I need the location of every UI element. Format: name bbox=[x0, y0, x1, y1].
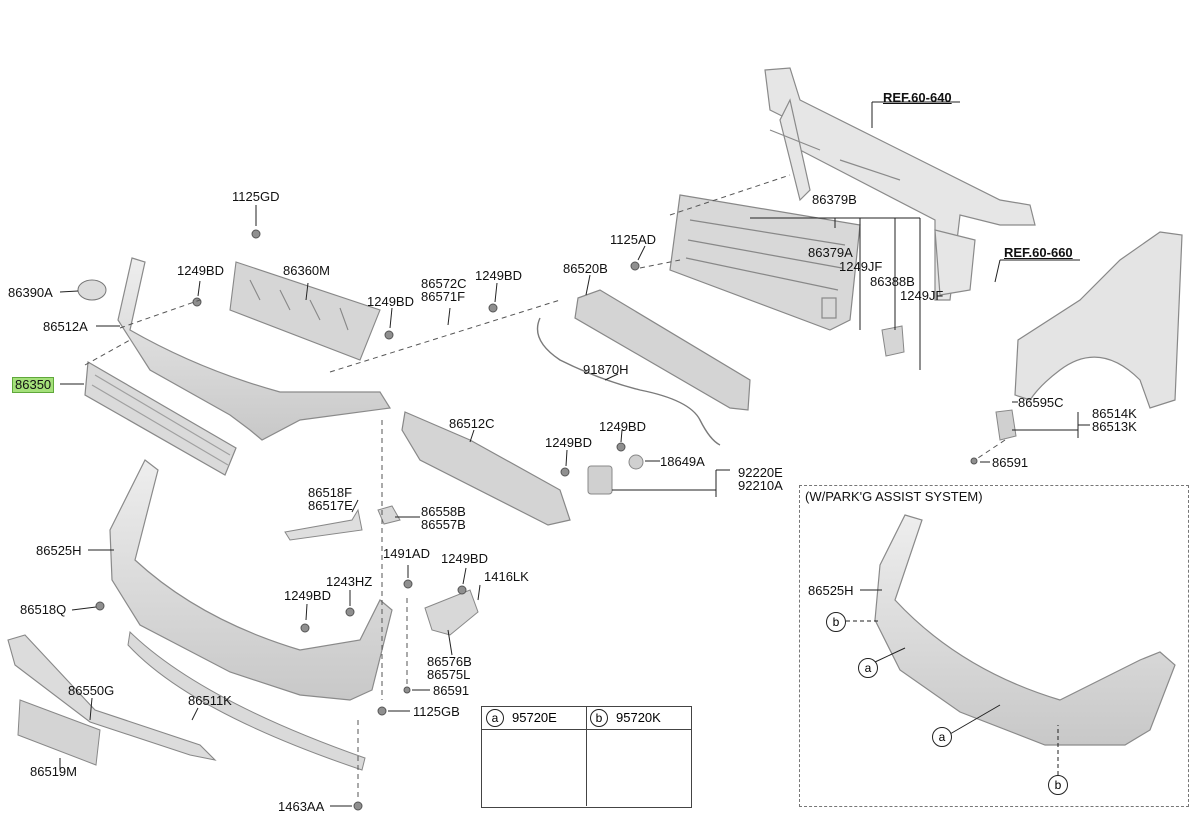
label-86512C: 86512C bbox=[449, 416, 495, 431]
label-86525H: 86525H bbox=[36, 543, 82, 558]
label-86572C: 86572C bbox=[421, 276, 467, 291]
ref-60-660: REF.60-660 bbox=[1004, 245, 1073, 260]
label-1243HZ: 1243HZ bbox=[326, 574, 373, 589]
bracket-86360M bbox=[229, 261, 381, 361]
park-assist-title: (W/PARK'G ASSIST SYSTEM) bbox=[805, 489, 983, 504]
label-91870H: 91870H bbox=[583, 362, 629, 377]
label-86575L: 86575L bbox=[427, 667, 471, 682]
energy-absorber-86520B bbox=[574, 289, 751, 411]
grille-86350 bbox=[84, 361, 237, 476]
label-86379B: 86379B bbox=[812, 192, 857, 207]
label-1125GB: 1125GB bbox=[413, 704, 460, 719]
inset-bumper-cover bbox=[874, 514, 1176, 746]
label-86350[interactable]: 86350 bbox=[12, 377, 55, 393]
callout-a-bottom: a bbox=[932, 727, 952, 747]
leader-lines bbox=[59, 101, 1090, 807]
label-1491AD: 1491AD bbox=[383, 546, 430, 561]
label-1125AD: 1125AD bbox=[610, 232, 657, 247]
label-1249BD-g: 1249BD bbox=[284, 588, 331, 603]
label-1249BD-e: 1249BD bbox=[599, 419, 646, 434]
callout-b-bottom: b bbox=[1048, 775, 1068, 795]
assembly-lines bbox=[84, 174, 1006, 800]
label-86517E: 86517E bbox=[308, 498, 353, 513]
inset-leaders bbox=[846, 589, 1059, 775]
air-guard-86379B bbox=[669, 194, 861, 331]
bracket-86388B bbox=[881, 325, 905, 357]
label-1249BD-b: 1249BD bbox=[367, 294, 414, 309]
lower-strip-86511K bbox=[127, 630, 366, 771]
ref-60-640: REF.60-640 bbox=[883, 90, 952, 105]
label-86591-a: 86591 bbox=[992, 455, 1029, 470]
lower-lip-86550G bbox=[7, 634, 217, 761]
label-1125GD: 1125GD bbox=[232, 189, 280, 204]
label-1249BD-a: 1249BD bbox=[177, 263, 224, 278]
label-86558B: 86558B bbox=[421, 504, 466, 519]
label-1416LK: 1416LK bbox=[484, 569, 529, 584]
upper-cover-86512A bbox=[117, 257, 392, 441]
label-1249BD-c: 1249BD bbox=[475, 268, 522, 283]
garnish-86518F bbox=[284, 508, 363, 541]
label-86557B: 86557B bbox=[421, 517, 466, 532]
label-86511K: 86511K bbox=[188, 693, 232, 708]
park-assist-inset bbox=[799, 485, 1189, 807]
label-86595C: 86595C bbox=[1018, 395, 1064, 410]
label-86520B: 86520B bbox=[563, 261, 608, 276]
label-86550G: 86550G bbox=[68, 683, 115, 698]
label-86576B: 86576B bbox=[427, 654, 472, 669]
fog-lamp-92220E bbox=[587, 454, 644, 495]
label-86591-b: 86591 bbox=[433, 683, 470, 698]
callout-a-left: a bbox=[858, 658, 878, 678]
label-86388B: 86388B bbox=[870, 274, 915, 289]
label-1249JF-a: 1249JF bbox=[839, 259, 883, 274]
legend-mark-b: b bbox=[590, 709, 608, 727]
radiator-support-frame bbox=[764, 67, 1036, 301]
label-18649A: 18649A bbox=[660, 454, 705, 469]
legend-header: a 95720E b 95720K bbox=[482, 706, 691, 806]
label-86513K: 86513K bbox=[1092, 419, 1137, 434]
bracket-86558B bbox=[377, 505, 401, 525]
label-86390A: 86390A bbox=[8, 285, 53, 300]
label-86519M: 86519M bbox=[30, 764, 77, 779]
label-1463AA: 1463AA bbox=[278, 799, 325, 814]
label-1249BD-d: 1249BD bbox=[545, 435, 592, 450]
legend-mark-a: a bbox=[486, 709, 504, 727]
sensor-legend: a 95720E b 95720K bbox=[481, 706, 692, 808]
label-86518F: 86518F bbox=[308, 485, 353, 500]
legend-part-a: 95720E bbox=[512, 710, 557, 725]
label-86571F: 86571F bbox=[421, 289, 466, 304]
fender-bracket-86595C bbox=[995, 409, 1017, 441]
emblem-86390A bbox=[77, 279, 107, 301]
label-86525H-inset: 86525H bbox=[808, 583, 854, 598]
label-86514K: 86514K bbox=[1092, 406, 1137, 421]
label-86518Q: 86518Q bbox=[20, 602, 67, 617]
bumper-cover-86525H bbox=[109, 459, 393, 701]
bracket-86576B bbox=[424, 589, 479, 636]
label-1249BD-f: 1249BD bbox=[441, 551, 488, 566]
wiring-harness-91870H bbox=[536, 317, 721, 446]
label-1249JF-b: 1249JF bbox=[900, 288, 944, 303]
label-86512A: 86512A bbox=[43, 319, 88, 334]
label-92220E: 92220E bbox=[738, 465, 783, 480]
label-86360M: 86360M bbox=[283, 263, 330, 278]
fasteners bbox=[95, 229, 978, 811]
callout-b-top: b bbox=[826, 612, 846, 632]
lower-grille-86512C bbox=[401, 411, 571, 526]
label-86379A: 86379A bbox=[808, 245, 853, 260]
fender-ref bbox=[1014, 231, 1183, 409]
label-92210A: 92210A bbox=[738, 478, 783, 493]
legend-part-b: 95720K bbox=[616, 710, 661, 725]
license-bracket-86519M bbox=[17, 699, 101, 766]
